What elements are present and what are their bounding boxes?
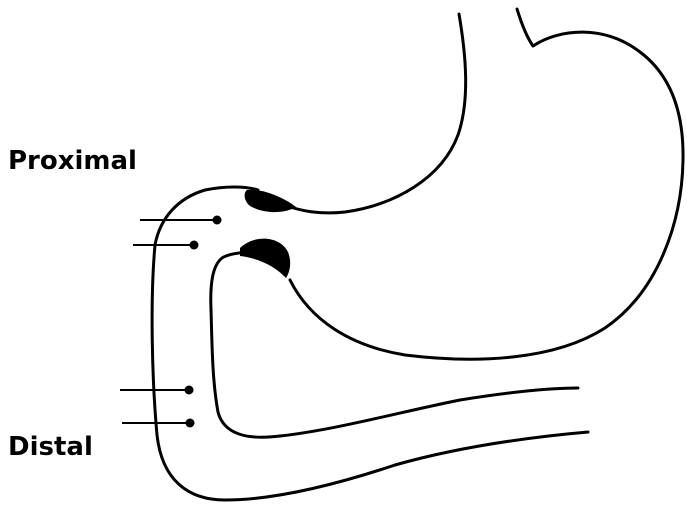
distal-electrode-2 (186, 419, 195, 428)
stomach-greater-curvature (290, 9, 683, 359)
pyloric-sphincter-upper (245, 190, 296, 212)
proximal-electrode-1 (213, 216, 222, 225)
esophagus-left-wall (290, 14, 466, 213)
distal-electrode-1 (185, 386, 194, 395)
pyloric-sphincter-lower (240, 239, 290, 278)
distal-label: Distal (8, 434, 93, 460)
proximal-label: Proximal (8, 148, 137, 174)
duodenum-outer-wall (152, 187, 588, 500)
proximal-electrode-2 (190, 241, 199, 250)
proximal-probe-group (133, 216, 222, 250)
duodenum-inner-wall (211, 252, 578, 437)
